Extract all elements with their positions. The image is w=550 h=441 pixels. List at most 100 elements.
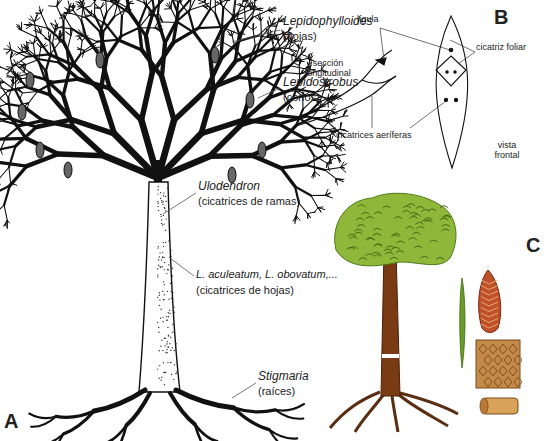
tree-crown — [335, 193, 456, 266]
bark-dot — [161, 223, 162, 224]
bark-pattern — [479, 344, 522, 387]
leaf-needle — [329, 89, 337, 90]
leaf-needle — [6, 50, 11, 55]
branch — [189, 0, 191, 14]
branch — [28, 49, 40, 59]
bark-dot — [159, 299, 160, 300]
branch — [270, 66, 290, 72]
bark-dot — [159, 365, 160, 366]
foliage-stroke — [354, 229, 362, 231]
branch — [58, 154, 104, 156]
leaf-needle — [71, 30, 72, 36]
cone — [26, 72, 34, 88]
bark-dot — [163, 242, 164, 243]
branch — [171, 9, 178, 23]
root — [38, 434, 63, 441]
foliage-stroke — [440, 218, 448, 220]
leaf-needle — [217, 42, 224, 46]
bark-dot — [164, 269, 165, 270]
view-label: sección longitudinal — [296, 58, 360, 79]
leaf-needle — [11, 63, 16, 65]
leaf-needle — [24, 64, 26, 72]
bark-dot — [161, 377, 162, 378]
tree-trunk — [139, 182, 180, 392]
leaf-needle — [271, 18, 274, 25]
leaf-needle — [237, 19, 244, 24]
leaf-needle — [305, 62, 311, 69]
bark-dot — [172, 332, 173, 333]
foliage-stroke — [356, 218, 364, 220]
bark-dot — [169, 343, 170, 344]
leaf-needle — [17, 78, 21, 84]
branch — [165, 22, 176, 44]
leaf-needle — [3, 48, 11, 50]
species-label: L. aculeatum, L. obovatum,... — [196, 268, 386, 281]
leaf-needle — [56, 0, 58, 7]
cone — [246, 92, 254, 108]
branch — [281, 165, 306, 168]
leaf-needle — [100, 2, 103, 8]
leader-line — [232, 30, 280, 42]
leaf-needle — [325, 195, 333, 198]
leaf-needle — [67, 9, 73, 10]
branch — [151, 0, 154, 10]
foliage-stroke — [367, 238, 375, 240]
bark-dot — [159, 256, 160, 257]
branch — [12, 57, 26, 68]
trunk-break — [382, 354, 399, 358]
leaf-needle — [59, 41, 64, 43]
branch — [0, 104, 10, 118]
foliage-stroke — [385, 252, 393, 254]
branch — [322, 143, 330, 156]
leaf-cushion — [296, 16, 468, 168]
foliage-stroke — [417, 227, 425, 229]
branch — [36, 120, 71, 128]
branch — [10, 166, 27, 186]
leaf-needle — [287, 104, 289, 111]
leaf-needle — [81, 50, 85, 53]
root — [275, 404, 304, 411]
bark-dot — [163, 201, 164, 202]
leaf-needle — [0, 65, 1, 67]
bark-cushion — [494, 355, 502, 365]
leaf-needle — [12, 77, 14, 85]
bark-dot — [162, 224, 163, 225]
bark-dot — [167, 347, 168, 348]
leaf-needle — [308, 214, 311, 218]
branch — [304, 141, 321, 147]
branch — [284, 73, 301, 74]
branch — [290, 66, 305, 69]
frontal-outline — [436, 16, 468, 168]
leaf-needle — [23, 64, 26, 72]
leaf-needle — [106, 0, 114, 1]
branch — [306, 156, 323, 165]
branch — [65, 18, 72, 29]
bark-cushion — [509, 366, 517, 376]
leader-line — [258, 88, 280, 98]
leaf-needle — [41, 43, 46, 48]
root — [269, 430, 289, 441]
cone-scale — [481, 313, 498, 317]
bark-cushion — [484, 377, 492, 387]
branch — [189, 14, 194, 33]
crown-texture — [347, 204, 451, 260]
bark-dot — [165, 201, 166, 202]
leaf-needle — [325, 195, 329, 197]
leaf-needle — [178, 0, 180, 3]
bark-dot — [165, 230, 166, 231]
bark-dot — [172, 347, 173, 348]
leaf-needle — [237, 18, 243, 20]
leaf-needle — [255, 9, 263, 10]
root — [126, 393, 150, 425]
branch — [101, 91, 115, 134]
leaf-needle — [237, 19, 241, 23]
branch — [50, 95, 71, 120]
branch — [82, 8, 83, 21]
bark-dot — [157, 322, 158, 323]
leaf-needle — [11, 72, 15, 76]
leaf-needle — [296, 216, 300, 221]
bark-dot — [166, 273, 167, 274]
branch — [270, 52, 275, 72]
branch — [32, 25, 47, 29]
